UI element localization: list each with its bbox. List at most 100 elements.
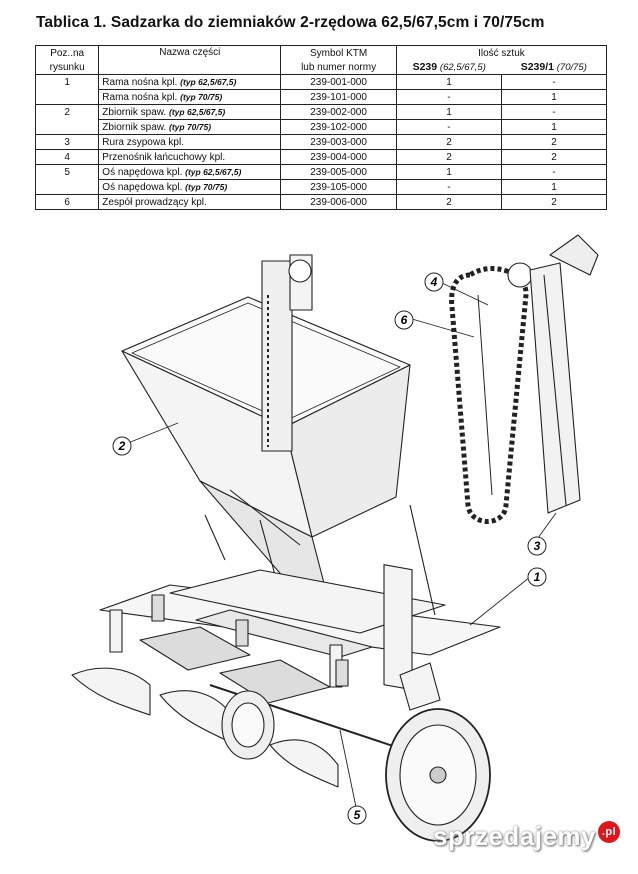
name-cell: Zbiornik spaw. (typ 62,5/67,5) <box>98 104 282 120</box>
callout-4: 4 <box>424 272 444 292</box>
part-name: Zbiornik spaw. <box>102 106 167 118</box>
symbol-cell: 239-006-000 <box>280 194 397 210</box>
qty-a-cell: - <box>395 89 503 105</box>
page-title: Tablica 1. Sadzarka do ziemniaków 2-rzęd… <box>36 14 545 31</box>
part-name: Rura zsypowa kpl. <box>102 136 184 148</box>
part-name: Oś napędowa kpl. <box>102 166 183 178</box>
callout-2-label: 2 <box>118 439 126 453</box>
header-qty-b-type: (70/75) <box>556 61 587 73</box>
part-subtype: (typ 70/75) <box>169 121 212 132</box>
header-qty: Ilość sztuk <box>395 45 608 60</box>
symbol-cell: 239-105-000 <box>280 179 397 195</box>
chain-conveyor-drawing <box>449 262 533 524</box>
symbol-cell: 239-102-000 <box>280 119 397 135</box>
delivery-tube-drawing <box>529 234 599 514</box>
part-name: Zbiornik spaw. <box>102 121 167 133</box>
callout-1: 1 <box>527 567 547 587</box>
name-cell: Oś napędowa kpl. (typ 62,5/67,5) <box>98 164 282 180</box>
qty-b-cell: - <box>501 104 607 120</box>
symbol-cell: 239-005-000 <box>280 164 397 180</box>
drive-tower-drawing <box>261 254 313 452</box>
qty-a-cell: 1 <box>395 74 503 90</box>
header-poz-2: rysunku <box>34 60 100 75</box>
header-name: Nazwa części <box>98 45 282 75</box>
coverers-drawing <box>71 662 441 788</box>
name-cell: Oś napędowa kpl. (typ 70/75) <box>98 179 282 195</box>
part-subtype: (typ 62,5/67,5) <box>169 106 226 117</box>
qty-b-cell: 1 <box>501 119 607 135</box>
part-subtype: (typ 62,5/67,5) <box>180 76 237 87</box>
qty-b-cell: 2 <box>501 194 607 210</box>
callout-1-label: 1 <box>534 570 541 584</box>
symbol-cell: 239-004-000 <box>280 149 397 165</box>
header-symbol: Symbol KTM <box>280 45 397 60</box>
drive-axle-drawing <box>209 684 491 842</box>
part-name: Rama nośna kpl. <box>102 76 178 88</box>
name-cell: Zbiornik spaw. (typ 70/75) <box>98 119 282 135</box>
qty-a-cell: - <box>395 119 503 135</box>
qty-a-cell: 2 <box>395 194 503 210</box>
callout-5: 5 <box>347 805 367 825</box>
poz-cell: 4 <box>34 149 100 165</box>
poz-cell: 3 <box>34 134 100 150</box>
symbol-cell: 239-003-000 <box>280 134 397 150</box>
callout-5-label: 5 <box>354 808 361 822</box>
watermark-badge: .pl <box>598 821 620 843</box>
name-cell: Zespół prowadzący kpl. <box>98 194 282 210</box>
header-qty-b-model: S239/1 <box>520 60 554 73</box>
poz-cell: 6 <box>34 194 100 210</box>
symbol-cell: 239-002-000 <box>280 104 397 120</box>
qty-b-cell: 1 <box>501 89 607 105</box>
qty-a-cell: - <box>395 179 503 195</box>
table-row: Oś napędowa kpl. (typ 70/75)239-105-000-… <box>34 179 607 195</box>
header-qty-b: S239/1 (70/75) <box>501 60 607 75</box>
table-row: Rama nośna kpl. (typ 70/75)239-101-000-1 <box>34 89 607 105</box>
part-subtype: (typ 70/75) <box>185 181 228 192</box>
qty-b-cell: 2 <box>501 134 607 150</box>
qty-a-cell: 2 <box>395 149 503 165</box>
watermark-text: sprzedajemy <box>432 821 596 851</box>
header-symbol-2: lub numer normy <box>280 60 397 75</box>
name-cell: Przenośnik łańcuchowy kpl. <box>98 149 282 165</box>
qty-a-cell: 2 <box>395 134 503 150</box>
table-header-row-2: rysunku lub numer normy S239 (62,5/67,5)… <box>34 60 607 75</box>
machine-drawing: 2 4 6 3 1 5 <box>71 234 599 842</box>
header-qty-a-type: (62,5/67,5) <box>439 61 486 73</box>
header-qty-a-model: S239 <box>412 60 438 73</box>
table-row: Zbiornik spaw. (typ 70/75)239-102-000-1 <box>34 119 607 135</box>
header-poz: Poz..na <box>34 45 100 60</box>
name-cell: Rura zsypowa kpl. <box>98 134 282 150</box>
part-name: Zespół prowadzący kpl. <box>102 196 207 208</box>
callout-4-label: 4 <box>430 275 438 289</box>
poz-cell <box>34 89 100 105</box>
qty-a-cell: 1 <box>395 104 503 120</box>
part-name: Rama nośna kpl. <box>102 91 178 103</box>
qty-b-cell: 2 <box>501 149 607 165</box>
part-name: Oś napędowa kpl. <box>102 181 183 193</box>
qty-a-cell: 1 <box>395 164 503 180</box>
callout-3-label: 3 <box>534 539 541 553</box>
table-header-row-1: Poz..na Nazwa części Symbol KTM Ilość sz… <box>34 45 608 75</box>
part-name: Przenośnik łańcuchowy kpl. <box>102 151 226 163</box>
poz-cell <box>34 119 100 135</box>
watermark: sprzedajemy.pl <box>433 821 620 852</box>
part-subtype: (typ 62,5/67,5) <box>185 166 242 177</box>
parts-table: Poz..na Nazwa części Symbol KTM Ilość sz… <box>34 45 608 210</box>
qty-b-cell: 1 <box>501 179 607 195</box>
poz-cell <box>34 179 100 195</box>
header-qty-a: S239 (62,5/67,5) <box>395 60 502 75</box>
poz-cell: 2 <box>34 104 100 120</box>
poz-cell: 1 <box>34 74 100 90</box>
name-cell: Rama nośna kpl. (typ 62,5/67,5) <box>98 74 282 90</box>
callout-3: 3 <box>527 536 547 556</box>
qty-b-cell: - <box>501 74 607 90</box>
symbol-cell: 239-001-000 <box>280 74 397 90</box>
callout-2: 2 <box>112 436 132 456</box>
